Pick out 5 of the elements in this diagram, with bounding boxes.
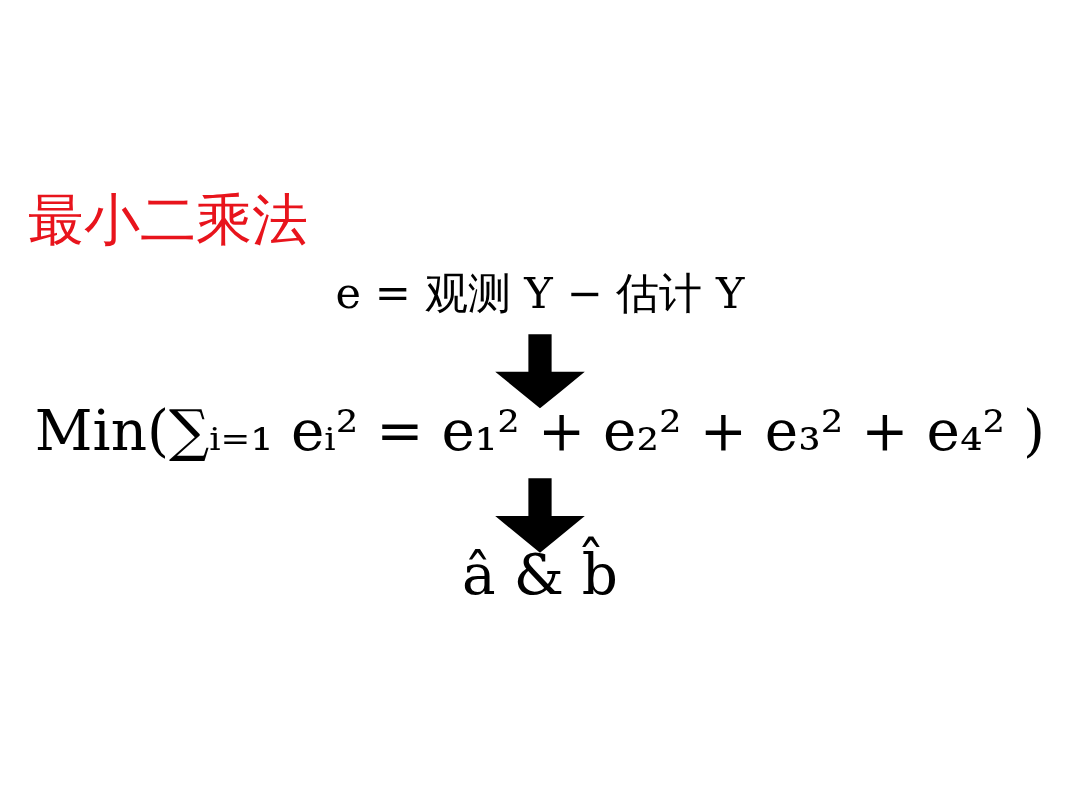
arrow: [495, 334, 585, 409]
arrow: [495, 478, 585, 553]
diagram-title: 最小二乘法: [28, 187, 309, 253]
node-text: e = 观测 Y − 估计 Y: [335, 268, 745, 319]
node-text: Min(∑ᵢ₌₁ eᵢ² = e₁² + e₂² + e₃² + e₄² ): [34, 398, 1046, 464]
